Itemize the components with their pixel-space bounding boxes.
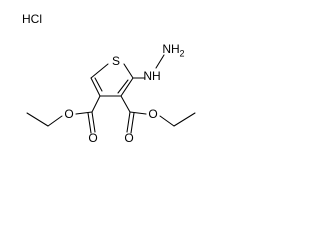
bond-left-carbonyl-double-o-inner	[87, 112, 92, 134]
right-ether-oxygen-label: O	[148, 107, 157, 121]
ring-bond-c4-c5	[90, 77, 101, 97]
left-ether-oxygen-label: O	[64, 107, 73, 121]
bond-right-carbonyl-double-o	[126, 111, 131, 133]
bond-left-ether-o-ch2	[47, 115, 63, 127]
bond-right-ethyl-ch3	[173, 112, 196, 127]
ring-bond-c5-s	[90, 63, 109, 79]
terminal-nh2-subscript: 2	[179, 48, 184, 58]
bond-left-carbonyl-ether-o	[75, 111, 93, 115]
hcl-label: HCl	[22, 12, 42, 26]
bond-right-carbonyl-double-o-inner	[130, 112, 135, 134]
amine-nh-label: NH	[143, 69, 160, 83]
terminal-nh-label: NH	[162, 42, 179, 56]
bond-left-ethyl-ch3	[26, 112, 49, 127]
ring-double-bond-c2-c3	[117, 79, 129, 94]
sulfur-atom-label: S	[112, 54, 120, 68]
bond-c4-left-carbonyl	[91, 95, 101, 113]
ring-double-bond-c4-c5	[94, 77, 103, 92]
bond-nh-nh2	[155, 54, 165, 69]
bond-right-ether-o-ch2	[159, 115, 175, 127]
ring-bond-c2-c3	[120, 77, 134, 97]
right-carbonyl-oxygen-label: O	[124, 131, 133, 145]
bond-right-carbonyl-ether-o	[129, 111, 147, 115]
chemical-structure-canvas: HCl S NH NH 2 O O O O	[0, 0, 235, 160]
molecule-drawing: HCl S NH NH 2 O O O O	[22, 12, 196, 145]
bond-c3-right-carbonyl	[120, 95, 131, 113]
ring-bond-s-c2	[123, 63, 134, 79]
bond-left-carbonyl-double-o	[91, 111, 96, 133]
left-carbonyl-oxygen-label: O	[88, 131, 97, 145]
